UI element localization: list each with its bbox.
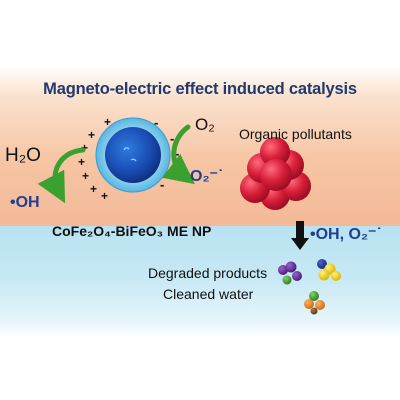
diagram-title: Magneto-electric effect induced catalysi… [43,80,357,98]
organic-phase-background [0,66,400,226]
degradation-arrow [291,221,309,250]
svg-text:+: + [104,115,111,129]
svg-text:-: - [170,131,174,146]
water-phase-background [0,226,400,338]
positive-charges: + + + + + + + [78,115,111,203]
water-label: H₂O [5,145,41,166]
degraded-products-label: Degraded products [148,265,268,281]
organic-pollutant-cluster [240,137,311,210]
core-shell-nanoparticle [95,117,171,193]
degraded-product-molecules [278,259,341,315]
svg-text:-: - [154,115,158,130]
oxygen-label: O₂ [195,115,215,134]
svg-text:-: - [160,177,164,192]
radicals-combined-label: •OH, O₂⁻˙ [310,226,382,243]
svg-text:+: + [78,155,85,169]
hydroxyl-radical-label: •OH [10,194,40,211]
svg-text:+: + [90,182,97,196]
organic-pollutants-label: Organic pollutants [239,126,352,142]
cleaned-water-label: Cleaned water [163,286,254,302]
superoxide-label: O₂⁻˙ [190,168,224,185]
water-to-hydroxyl-arrow [37,147,86,204]
svg-text:-: - [175,146,179,161]
oxygen-to-superoxide-arrow [161,124,195,185]
svg-text:+: + [81,141,88,155]
nanoparticle-label: CoFe₂O₄-BiFeO₃ ME NP [52,223,212,239]
svg-text:+: + [88,128,95,142]
svg-text:+: + [101,189,108,203]
svg-text:+: + [82,169,89,183]
